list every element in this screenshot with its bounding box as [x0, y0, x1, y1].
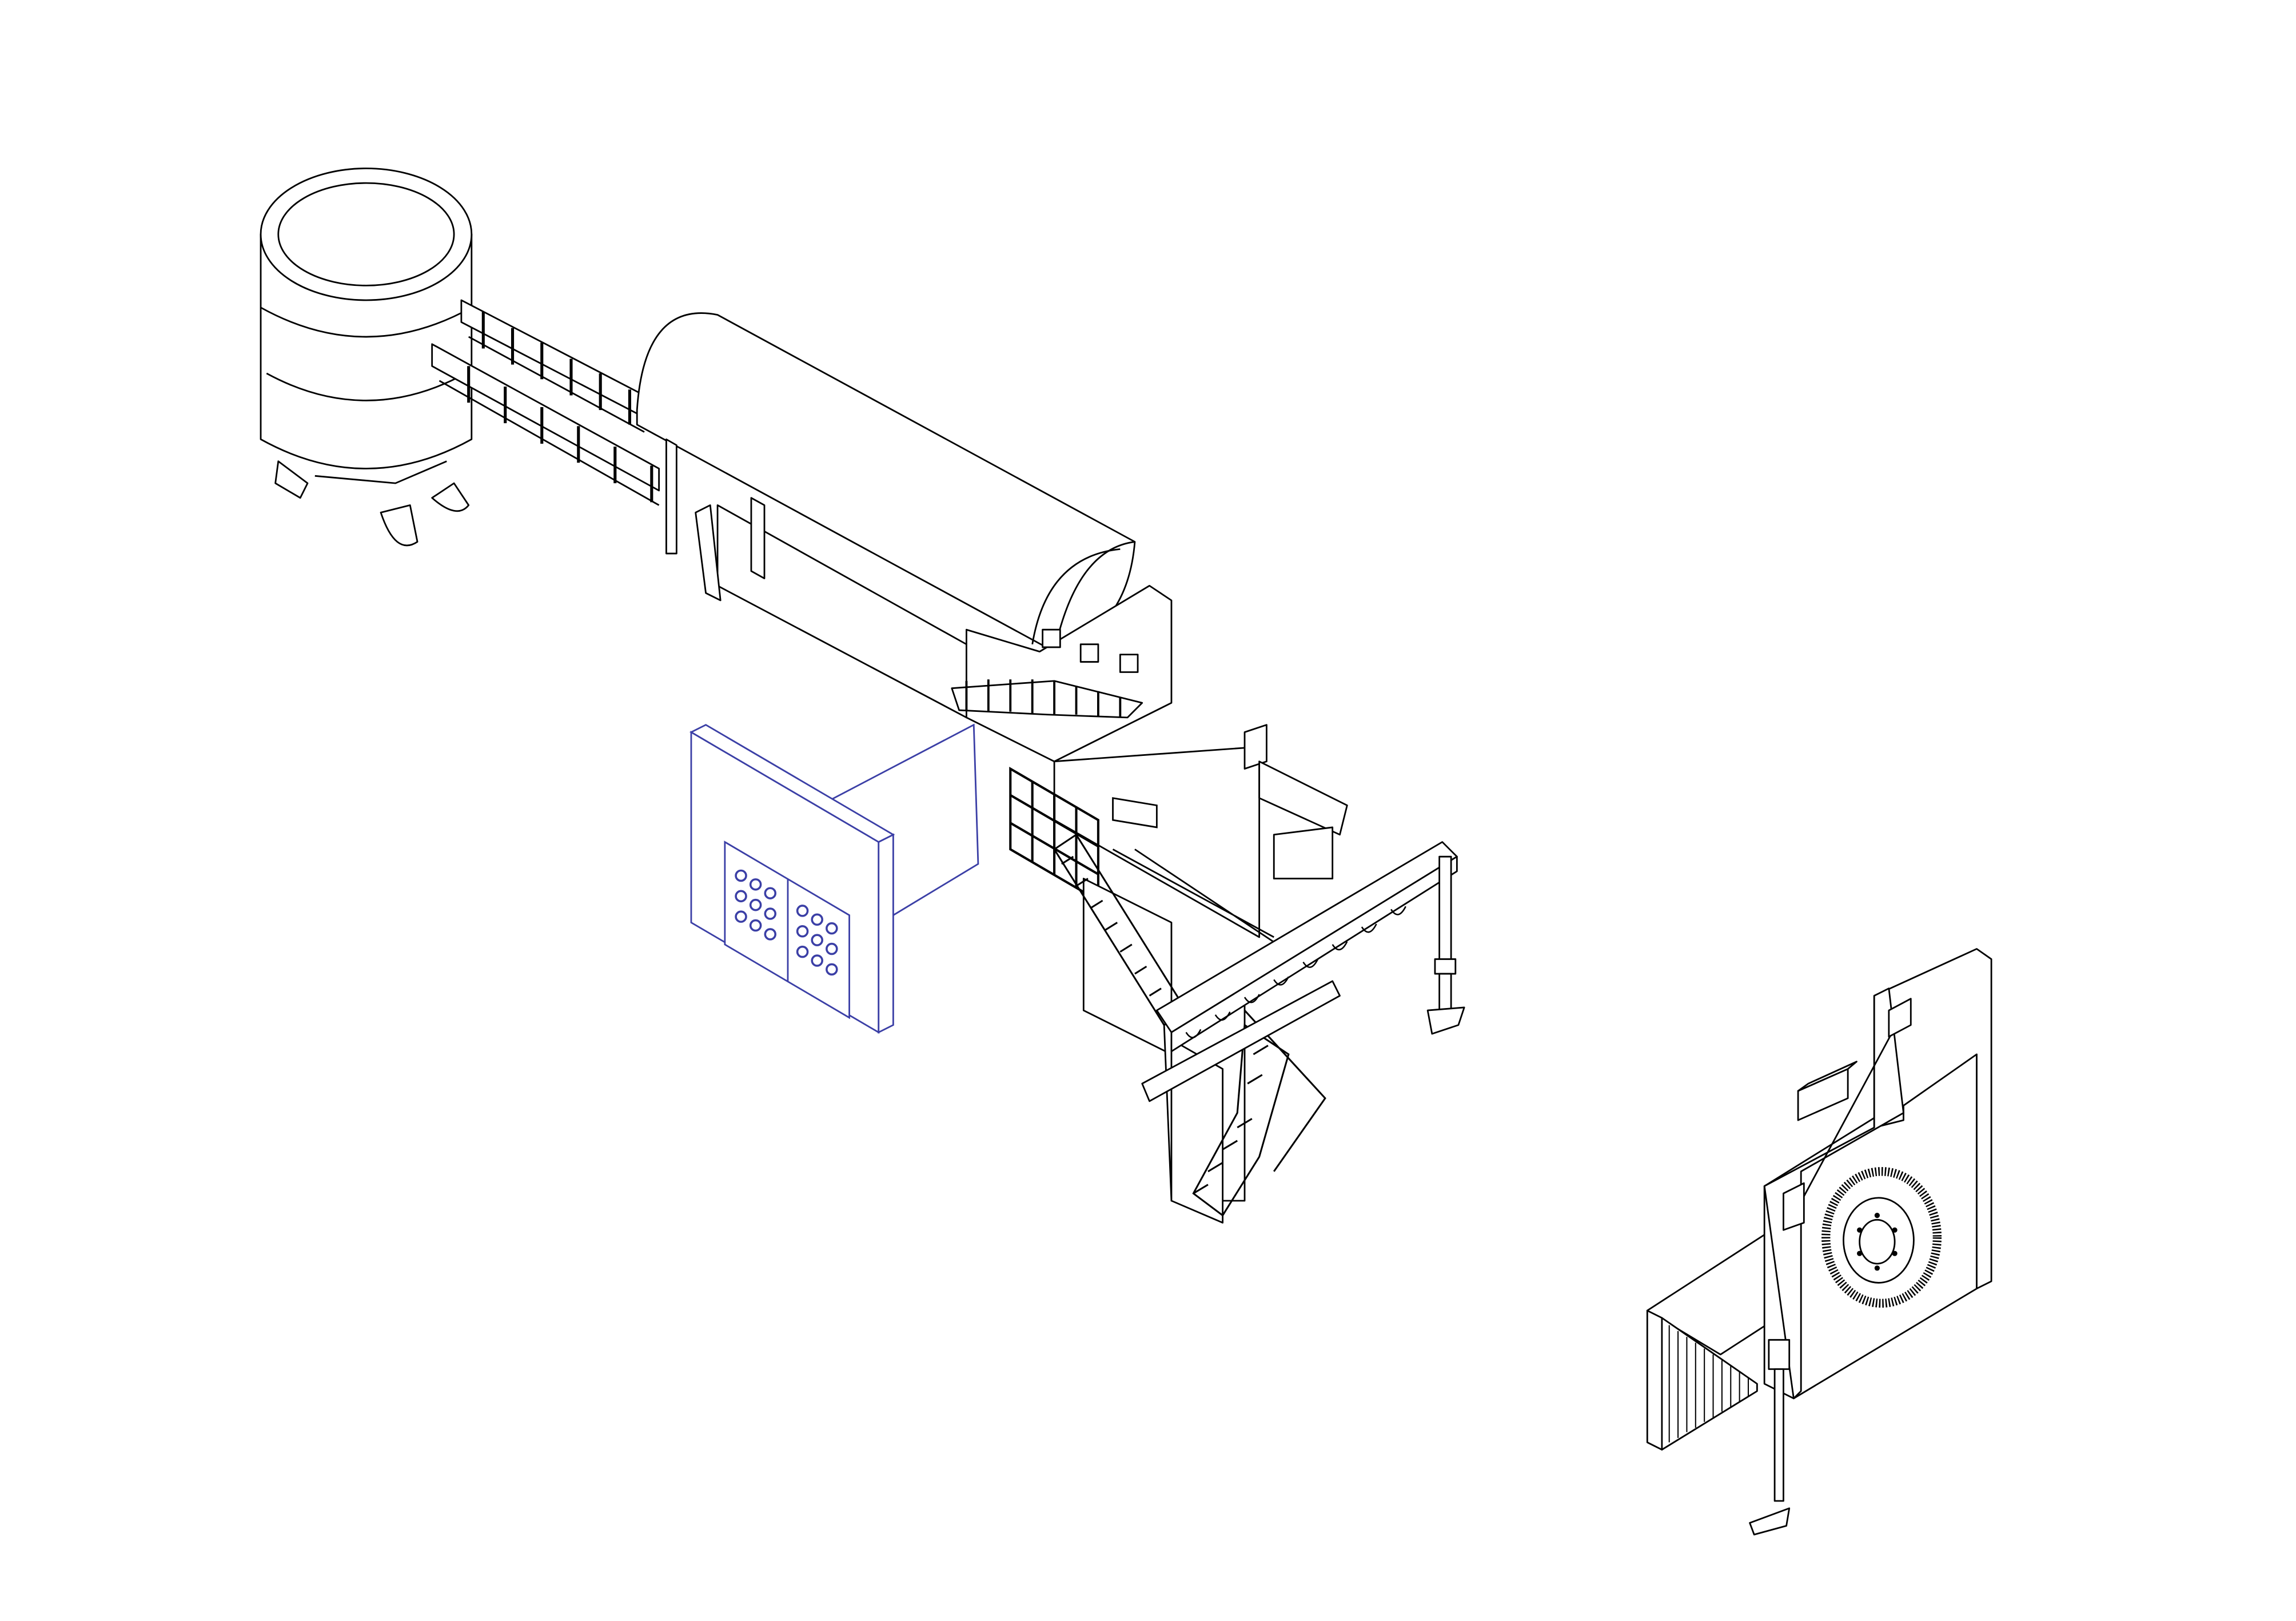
cylindrical-tank: [260, 168, 473, 547]
vent-slats: [1668, 1325, 1749, 1443]
upper-stair: [951, 679, 1143, 719]
stair-tower: [1009, 724, 1348, 1224]
beam-and-support: [1141, 841, 1465, 1102]
rosette-wheel-icon: [1821, 1167, 1942, 1308]
wheel-wall-module: [1646, 948, 1992, 1536]
highlighted-door-wall: [689, 723, 979, 1034]
railed-bridge: [431, 299, 660, 506]
vaulted-hall: [636, 312, 1173, 763]
door-perforations: [735, 869, 838, 976]
